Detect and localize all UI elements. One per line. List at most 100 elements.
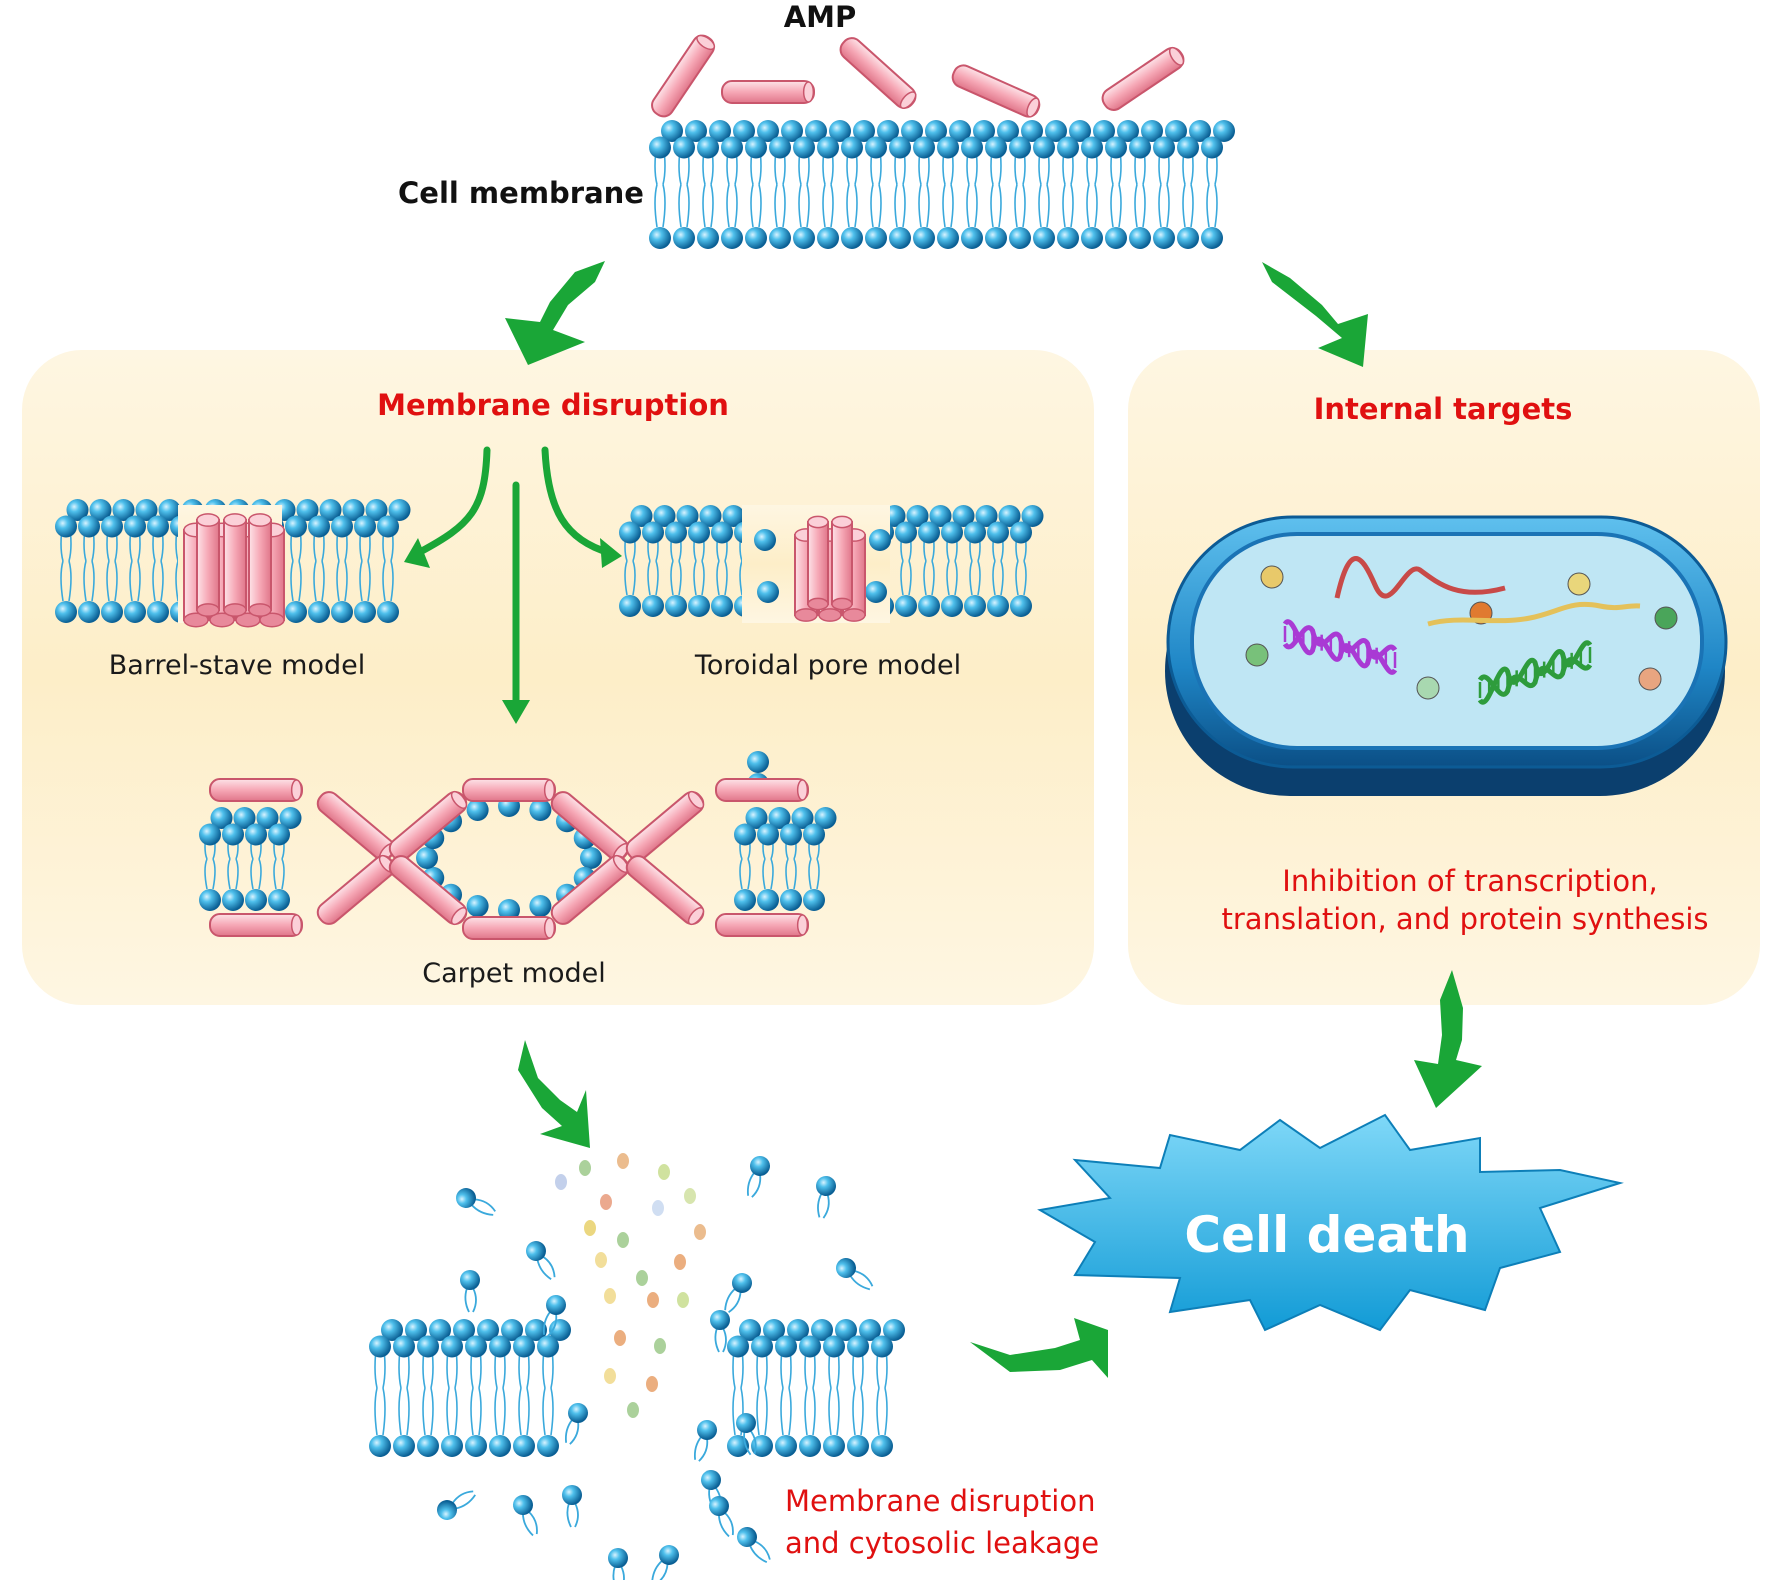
lipid-head xyxy=(147,515,169,538)
lipid-head xyxy=(803,823,825,846)
lipid-tail xyxy=(1158,184,1170,228)
free-lipid-icon xyxy=(746,1156,770,1198)
lipid-tail xyxy=(918,184,930,228)
lipid-head xyxy=(1201,136,1223,159)
lipid-head xyxy=(489,1335,511,1358)
carpet-model-illustration xyxy=(199,778,837,940)
lipid-tail xyxy=(990,184,1002,228)
arrow-to-leakage xyxy=(518,1040,590,1148)
cell-membrane-label: Cell membrane xyxy=(398,176,644,210)
lipid-head xyxy=(381,1319,403,1341)
lipid-head xyxy=(925,120,947,142)
free-lipid-icon xyxy=(816,1176,836,1219)
lipid-head xyxy=(745,227,767,249)
lipid-head xyxy=(245,889,267,911)
lipid-head xyxy=(1009,136,1031,159)
amp-peptide-icon xyxy=(715,778,809,802)
lipid-head xyxy=(466,798,489,821)
cytosol-particle xyxy=(646,1376,658,1392)
lipid-head xyxy=(135,499,158,521)
lipid-head xyxy=(124,601,146,623)
lipid-head xyxy=(751,1435,773,1457)
lipid-tail xyxy=(670,560,682,596)
lipid-head xyxy=(913,136,935,159)
cell-death-burst-icon xyxy=(1037,1113,1624,1332)
lipid-head xyxy=(1153,136,1175,159)
lipid-head xyxy=(757,889,779,911)
lipid-head xyxy=(727,1335,749,1358)
broken-bilayer-right xyxy=(727,1319,905,1457)
cytosol-particle xyxy=(604,1368,616,1384)
lipid-head xyxy=(961,136,983,159)
lipid-head xyxy=(906,505,929,527)
internal-targets-heading: Internal targets xyxy=(1313,392,1573,426)
cytosol-particle xyxy=(617,1153,629,1169)
lipid-head xyxy=(883,1319,905,1341)
lipid-tail xyxy=(1062,184,1074,228)
lipid-head xyxy=(513,1435,535,1457)
lipid-head xyxy=(342,499,365,521)
lipid-tail xyxy=(808,858,820,890)
lipid-tail xyxy=(780,1387,792,1436)
lipid-head xyxy=(199,823,221,846)
lipid-tail xyxy=(1206,184,1218,228)
lipid-tail xyxy=(374,1387,386,1436)
lipid-head xyxy=(1105,136,1127,159)
lipid-tail xyxy=(822,184,834,228)
bacterial-cell-icon xyxy=(1165,515,1728,796)
lipid-head xyxy=(889,227,911,249)
lipid-head xyxy=(895,521,917,544)
cytosol-particle xyxy=(677,1292,689,1308)
lipid-head xyxy=(889,136,911,159)
lipid-tail xyxy=(60,560,72,602)
lipid-tail xyxy=(204,858,216,890)
lipid-head xyxy=(745,136,767,159)
lipid-tail xyxy=(852,1387,864,1436)
lipid-tail xyxy=(1086,184,1098,228)
lipid-tail xyxy=(1014,184,1026,228)
lipid-head xyxy=(961,227,983,249)
lipid-head xyxy=(1177,227,1199,249)
cytosol-particle xyxy=(595,1252,607,1268)
cytosol-particle xyxy=(579,1160,591,1176)
lipid-head xyxy=(1165,120,1187,142)
free-lipid-icon xyxy=(736,1413,757,1456)
lipid-head xyxy=(529,798,552,821)
lipid-head xyxy=(733,120,755,142)
lipid-head xyxy=(101,515,123,538)
lipid-head xyxy=(525,1319,547,1341)
lipid-head xyxy=(901,120,923,142)
lipid-head xyxy=(158,499,181,521)
free-lipid-icon xyxy=(513,1495,538,1537)
lipid-tail xyxy=(900,560,912,596)
lipid-head xyxy=(653,505,676,527)
lipid-head xyxy=(1045,120,1067,142)
cytosol-particle xyxy=(694,1224,706,1240)
free-lipid-icon xyxy=(737,1527,771,1563)
lipid-head xyxy=(793,227,815,249)
lipid-tail xyxy=(894,184,906,228)
lipid-head xyxy=(734,823,756,846)
lipid-head xyxy=(964,595,986,617)
lipid-head xyxy=(1033,136,1055,159)
lipid-head xyxy=(780,823,802,846)
lipid-head xyxy=(222,889,244,911)
lipid-head xyxy=(734,889,756,911)
free-lipid-icon xyxy=(693,1420,717,1462)
lipid-head xyxy=(721,136,743,159)
lipid-head xyxy=(1057,136,1079,159)
lipid-head xyxy=(377,601,399,623)
lipid-head xyxy=(466,895,489,918)
barrel-stave-pore xyxy=(178,505,285,628)
lipid-tail xyxy=(382,560,394,602)
amp-peptide-icon xyxy=(209,778,303,802)
lipid-tail xyxy=(1134,184,1146,228)
lipid-head xyxy=(998,505,1021,527)
lipid-head xyxy=(721,227,743,249)
free-lipid-icon xyxy=(460,1270,480,1313)
lipid-head xyxy=(279,807,302,829)
broken-bilayer-left xyxy=(369,1319,571,1457)
lipid-head xyxy=(975,505,998,527)
lipid-head xyxy=(405,1319,427,1341)
cytosol-particle xyxy=(614,1330,626,1346)
